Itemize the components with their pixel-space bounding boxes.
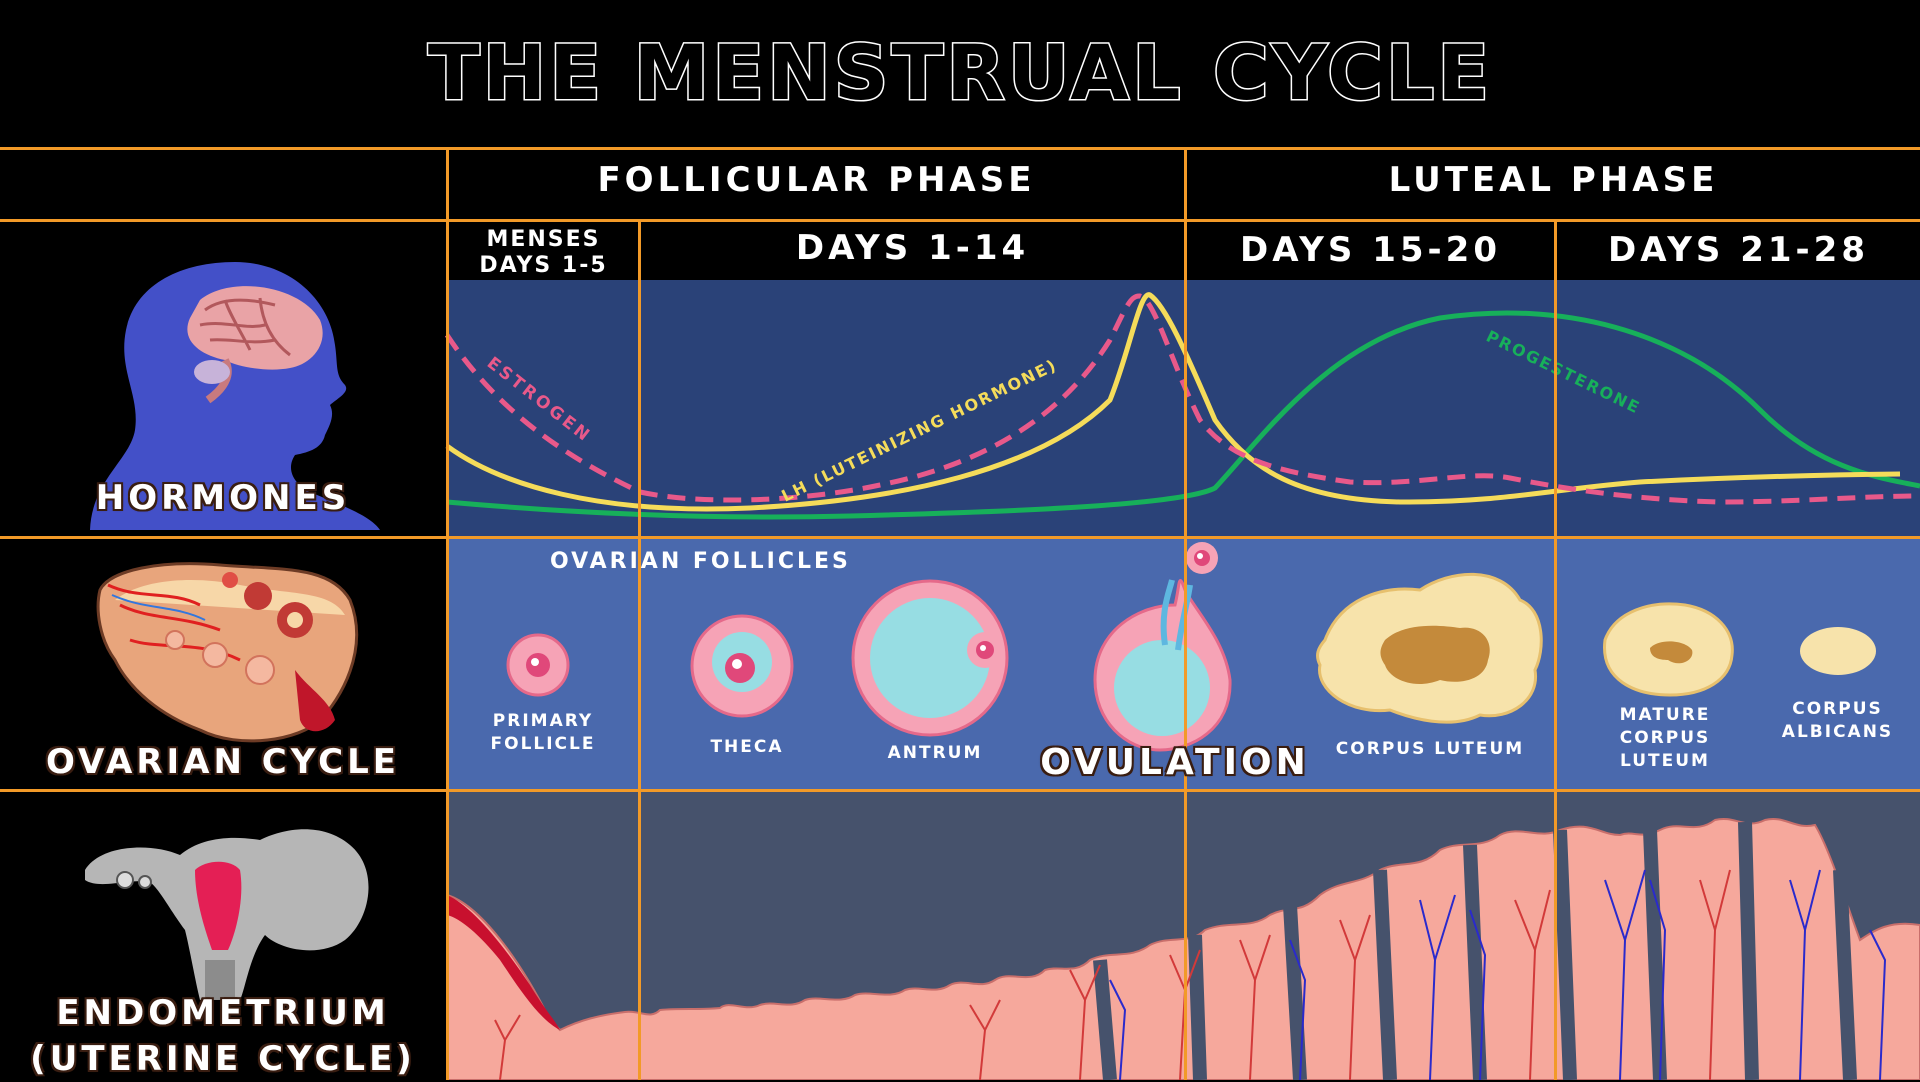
mature-corpus-luteum-label: MATURE CORPUS LUTEUM <box>1595 704 1735 773</box>
grid-vline-luteal <box>1554 220 1557 1080</box>
luteal-phase-header: LUTEAL PHASE <box>1388 160 1719 200</box>
grid-hline-top <box>0 147 1920 150</box>
corpus-luteum-label: CORPUS LUTEUM <box>1335 739 1525 759</box>
hormones-row-label: HORMONES <box>95 478 351 518</box>
mature-corpus-luteum-line1: MATURE <box>1619 705 1711 725</box>
menses-header-line2: DAYS 1-5 <box>479 253 608 278</box>
menses-header-line1: MENSES <box>486 227 601 252</box>
antrum-follicle-icon <box>851 579 1009 737</box>
progesterone-label: PROGESTERONE <box>1483 327 1644 418</box>
primary-follicle-label-line2: FOLLICLE <box>490 734 596 754</box>
corpus-albicans-label: CORPUS ALBICANS <box>1765 698 1910 744</box>
primary-follicle-icon <box>506 633 570 697</box>
antrum-label: ANTRUM <box>887 743 983 763</box>
grid-vline-ovulation <box>1184 147 1187 1080</box>
follicular-phase-header: FOLLICULAR PHASE <box>597 160 1036 200</box>
corpus-luteum-icon <box>1316 572 1543 724</box>
grid-vline-left <box>446 147 449 1080</box>
lh-label: LH (LUTEINIZING HORMONE) <box>778 355 1060 505</box>
days-21-28-header: DAYS 21-28 <box>1608 230 1869 270</box>
mature-corpus-luteum-icon <box>1603 602 1734 697</box>
menses-blood <box>447 895 560 1030</box>
grid-hline-ovarian <box>0 789 1920 792</box>
primary-follicle-label: PRIMARY FOLLICLE <box>468 710 618 756</box>
ovulation-label: OVULATION <box>1040 742 1310 783</box>
days-1-14-header: DAYS 1-14 <box>795 228 1030 268</box>
corpus-albicans-line1: CORPUS <box>1792 699 1883 719</box>
grid-hline-hormones <box>0 536 1920 539</box>
lh-curve <box>445 292 1901 512</box>
menses-header: MENSES DAYS 1-5 <box>449 227 638 279</box>
ovarian-cycle-row-label: OVARIAN CYCLE <box>46 742 400 782</box>
grid-hline-phase <box>0 219 1920 222</box>
endometrium-row-label-line1: ENDOMETRIUM <box>56 993 390 1033</box>
ovulation-follicle-icon <box>1093 542 1232 752</box>
head-silhouette-icon <box>90 262 380 530</box>
mature-corpus-luteum-line3: LUTEUM <box>1620 751 1710 771</box>
progesterone-curve <box>446 310 1920 520</box>
ovarian-follicles-label: OVARIAN FOLLICLES <box>550 549 851 574</box>
page-title: THE MENSTRUAL CYCLE <box>426 27 1493 119</box>
primary-follicle-label-line1: PRIMARY <box>492 711 594 731</box>
uterus-icon <box>85 829 369 1000</box>
endometrium-row-label: ENDOMETRIUM (UTERINE CYCLE) <box>0 990 446 1082</box>
ovary-icon <box>96 562 359 743</box>
endometrium-row-label-line2: (UTERINE CYCLE) <box>30 1039 416 1079</box>
corpus-albicans-line2: ALBICANS <box>1781 722 1894 742</box>
corpus-albicans-icon <box>1800 627 1876 675</box>
grid-vline-menses <box>638 220 641 1080</box>
mature-corpus-luteum-line2: CORPUS <box>1619 728 1711 748</box>
days-15-20-header: DAYS 15-20 <box>1240 230 1501 270</box>
estrogen-label: ESTROGEN <box>483 353 595 447</box>
theca-follicle-icon <box>690 614 794 718</box>
endometrium-gaps <box>1093 821 1857 1080</box>
estrogen-curve <box>444 293 1920 505</box>
theca-label: THECA <box>710 737 784 757</box>
